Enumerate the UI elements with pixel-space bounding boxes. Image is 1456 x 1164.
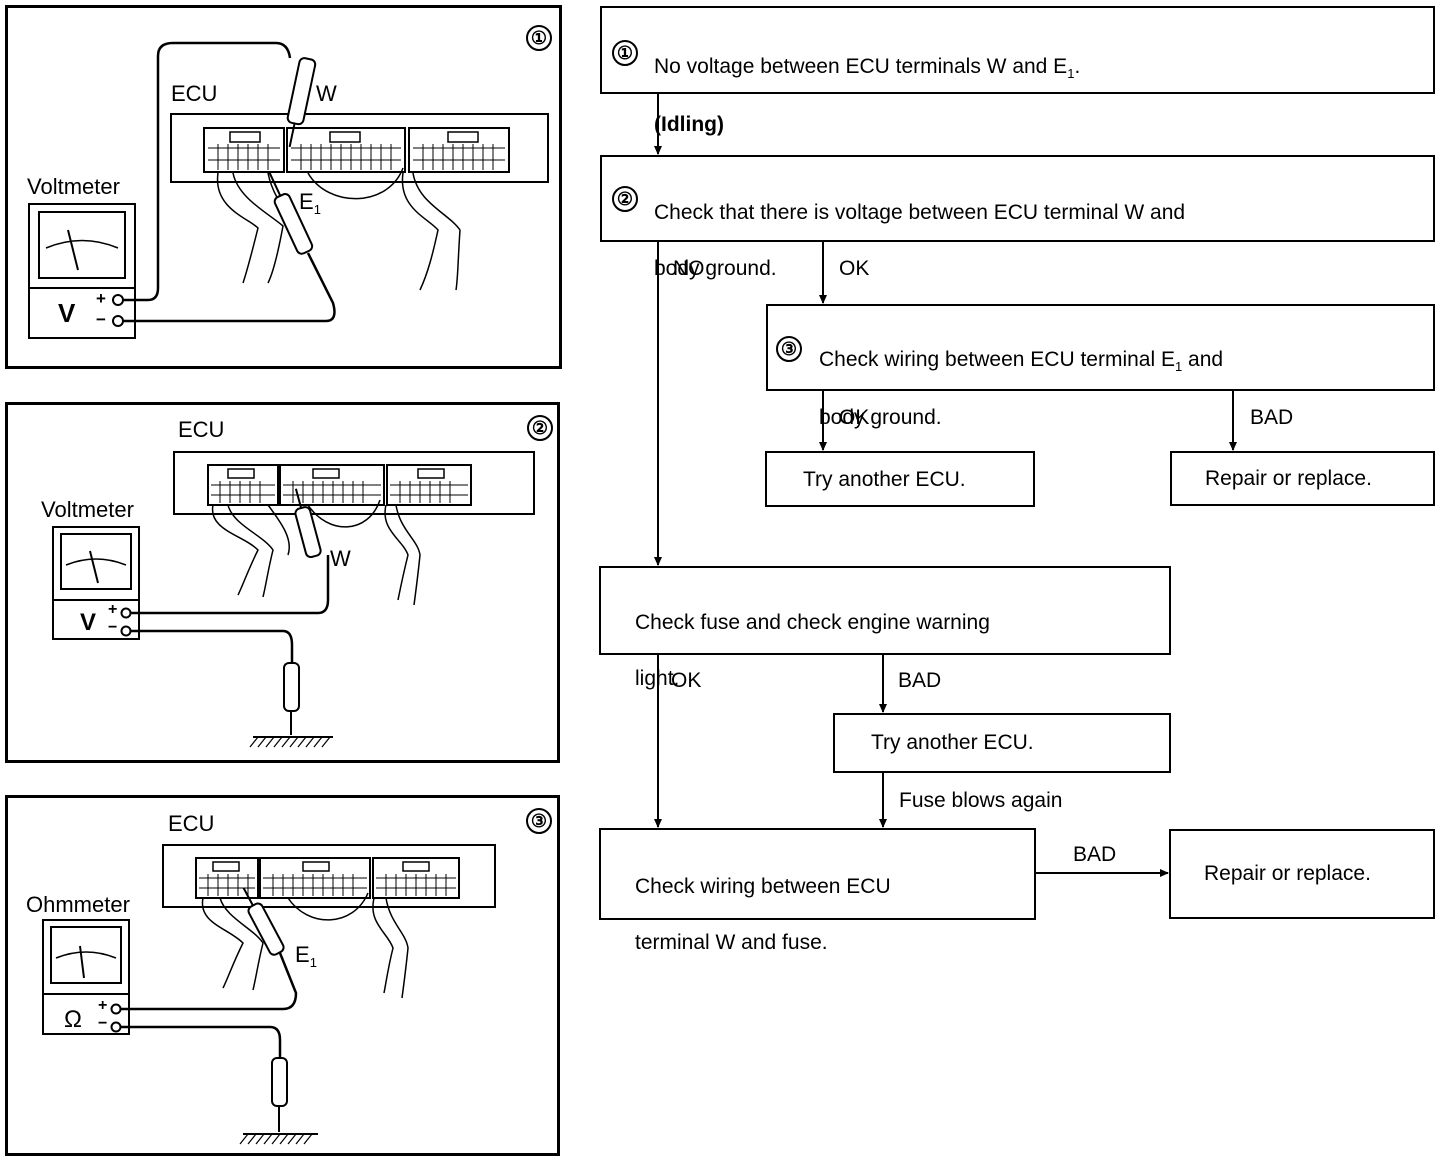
panel-marker-1: ① — [526, 25, 552, 51]
step-3-line1-main: Check wiring between ECU terminal E — [819, 348, 1175, 371]
try-another-ecu-box-2: Try another ECU. — [833, 713, 1171, 773]
edge-label-fuse-blows-again: Fuse blows again — [899, 789, 1063, 812]
ecu-label: ECU — [178, 417, 225, 442]
edge-label-ok: OK — [839, 406, 870, 429]
probe-w-label: W — [316, 81, 337, 106]
terminal-minus: − — [96, 310, 106, 329]
step-3-box: ③ Check wiring between ECU terminal E1 a… — [766, 304, 1435, 429]
edge-label-ok: OK — [671, 669, 702, 692]
wiring-w-fuse-text: Check wiring between ECU terminal W and … — [635, 845, 891, 957]
terminal-plus: + — [108, 601, 118, 618]
terminal-plus: + — [96, 289, 106, 308]
meter-symbol: Ω — [64, 1006, 82, 1033]
terminal-minus: − — [108, 619, 118, 636]
meter-symbol: V — [58, 298, 76, 328]
fuse-check-text: Check fuse and check engine warning ligh… — [635, 581, 990, 693]
step-1-line1-end: . — [1074, 55, 1081, 78]
step-1-marker: ① — [612, 40, 638, 66]
diagram-panel-2: ② ECU Voltmeter W V + − — [5, 402, 560, 763]
repair-or-replace-text: Repair or replace. — [1205, 467, 1372, 490]
step-1-box: ① No voltage between ECU terminals W and… — [600, 6, 1435, 136]
step-3-line1-end: and — [1182, 348, 1224, 371]
terminal-plus: + — [98, 997, 108, 1014]
meter-label: Voltmeter — [27, 174, 120, 199]
fuse-check-line2: light. — [635, 667, 680, 690]
diagram-panel-1: ① ECU Voltmeter W E1 V + − — [5, 5, 562, 369]
step-3-text: Check wiring between ECU terminal E1 and… — [819, 318, 1223, 432]
ecu-voltmeter-illustration-1 — [28, 41, 549, 339]
step-1-line1: No voltage between ECU terminals W and E… — [654, 55, 1081, 81]
ecu-ohmmeter-illustration-3 — [42, 844, 496, 1145]
fuse-check-line1: Check fuse and check engine warning — [635, 611, 990, 634]
step-3-line1-subscript: 1 — [1174, 359, 1183, 374]
step-3-line2: body ground. — [819, 406, 942, 429]
probe-e1-subscript: 1 — [309, 955, 317, 970]
step-2-line1: Check that there is voltage between ECU … — [654, 201, 1186, 224]
try-another-ecu-text: Try another ECU. — [803, 468, 966, 491]
step-2-box: ② Check that there is voltage between EC… — [600, 155, 1435, 280]
step-1-line1-subscript: 1 — [1067, 66, 1075, 81]
repair-or-replace-box-2: Repair or replace. — [1169, 829, 1435, 919]
wiring-w-fuse-line2: terminal W and fuse. — [635, 931, 828, 954]
step-2-marker: ② — [612, 186, 638, 212]
panel-marker-2: ② — [527, 415, 553, 441]
step-3-marker: ③ — [776, 336, 802, 362]
meter-label: Voltmeter — [41, 497, 134, 522]
ecu-voltmeter-illustration-2 — [52, 451, 535, 748]
ecu-label: ECU — [168, 811, 215, 836]
try-another-ecu-box-1: Try another ECU. — [765, 451, 1035, 507]
probe-e1-subscript: 1 — [313, 202, 321, 217]
step-1-line2: (Idling) — [654, 113, 724, 136]
ecu-label: ECU — [171, 81, 218, 106]
edge-label-bad: BAD — [1073, 843, 1117, 866]
diagram-panel-3: ③ ECU Ohmmeter E1 Ω + − — [5, 795, 560, 1156]
meter-label: Ohmmeter — [26, 892, 130, 917]
step-1-line1-main: No voltage between ECU terminals W and E — [654, 55, 1068, 78]
step-2-line2: body ground. — [654, 257, 777, 280]
meter-symbol: V — [80, 609, 97, 636]
probe-e1-letter: E — [299, 189, 314, 214]
wiring-w-fuse-box: Check wiring between ECU terminal W and … — [599, 828, 1036, 954]
probe-e1-letter: E — [295, 942, 310, 967]
probe-w-label: W — [330, 546, 351, 571]
try-another-ecu-text: Try another ECU. — [871, 731, 1034, 754]
edge-label-bad: BAD — [1250, 406, 1294, 429]
panel-marker-3: ③ — [526, 808, 552, 834]
probe-e1-label: E1 — [299, 189, 321, 217]
fuse-check-box: Check fuse and check engine warning ligh… — [599, 566, 1171, 690]
terminal-minus: − — [98, 1015, 108, 1032]
repair-or-replace-text: Repair or replace. — [1204, 862, 1371, 885]
step-1-text: No voltage between ECU terminals W and E… — [654, 25, 1080, 139]
edge-label-bad: BAD — [898, 669, 942, 692]
edge-label-no: NO — [673, 257, 705, 280]
step-2-text: Check that there is voltage between ECU … — [654, 171, 1185, 283]
step-3-line1: Check wiring between ECU terminal E1 and — [819, 348, 1224, 374]
probe-e1-label: E1 — [295, 942, 317, 970]
edge-label-ok: OK — [839, 257, 870, 280]
repair-or-replace-box-1: Repair or replace. — [1170, 451, 1435, 506]
wiring-w-fuse-line1: Check wiring between ECU — [635, 875, 891, 898]
